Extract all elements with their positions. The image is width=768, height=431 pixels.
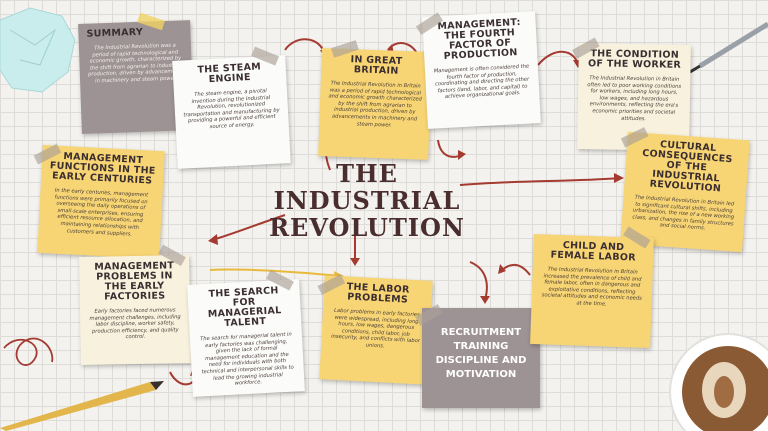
- management-factor-body: Management is often considered the fourt…: [433, 63, 530, 101]
- management-functions-title: MANAGEMENT FUNCTIONS IN THE EARLY CENTUR…: [49, 150, 156, 187]
- title-line-1: THE: [336, 159, 398, 188]
- main-title: THE INDUSTRIAL REVOLUTION: [262, 160, 472, 241]
- managerial-talent-body: The search for managerial talent in earl…: [200, 331, 294, 387]
- great-britain-title: IN GREAT BRITAIN: [350, 54, 403, 77]
- title-line-2: INDUSTRIAL: [273, 186, 461, 215]
- management-functions-note: MANAGEMENT FUNCTIONS IN THE EARLY CENTUR…: [33, 143, 165, 260]
- training-item: TRAINING: [453, 341, 509, 352]
- great-britain-note: IN GREAT BRITAIN The Industrial Revoluti…: [318, 40, 432, 160]
- steam-engine-note: THE STEAM ENGINE The steam engine, a piv…: [172, 46, 291, 169]
- management-problems-title: MANAGEMENT PROBLEMS IN THE EARLY FACTORI…: [94, 260, 175, 303]
- discipline-item: DISCIPLINE AND MOTIVATION: [435, 355, 527, 380]
- managerial-talent-title: THE SEARCH FOR MANAGERIAL TALENT: [207, 285, 282, 330]
- management-problems-body: Early factories faced numerous managemen…: [89, 307, 181, 341]
- child-labor-title: CHILD AND FEMALE LABOR: [550, 239, 637, 264]
- pencil-icon: [0, 382, 156, 431]
- child-labor-note: CHILD AND FEMALE LABOR The Industrial Re…: [530, 226, 654, 349]
- child-labor-body: The Industrial Revolution in Britain inc…: [541, 266, 642, 308]
- recruitment-item: RECRUITMENT: [440, 327, 522, 338]
- worker-condition-body: The Industrial Revolution in Britain oft…: [587, 75, 682, 122]
- labor-problems-note: THE LABOR PROBLEMS Labor problems in ear…: [317, 274, 433, 385]
- summary-title: SUMMARY: [86, 26, 144, 40]
- great-britain-body: The Industrial Revolution in Britain was…: [328, 80, 422, 129]
- management-factor-title: MANAGEMENT: THE FOURTH FACTOR OF PRODUCT…: [437, 16, 522, 62]
- crumpled-paper-icon: [0, 7, 76, 93]
- summary-body: The Industrial Revolution was a period o…: [87, 42, 184, 85]
- swirl-doodle-icon: [3, 337, 54, 366]
- cultural-consequences-title: CULTURAL CONSEQUENCES OF THE INDUSTRIAL …: [641, 139, 733, 195]
- title-line-3: REVOLUTION: [269, 213, 465, 242]
- management-functions-body: In the early centuries, management funct…: [54, 187, 149, 238]
- cultural-consequences-body: The Industrial Revolution in Britain led…: [632, 194, 735, 232]
- steam-engine-body: The steam engine, a pivotal invention du…: [183, 88, 280, 131]
- management-problems-note: MANAGEMENT PROBLEMS IN THE EARLY FACTORI…: [79, 244, 191, 365]
- managerial-talent-note: THE SEARCH FOR MANAGERIAL TALENT The sea…: [187, 269, 305, 397]
- steam-engine-title: THE STEAM ENGINE: [197, 61, 262, 86]
- recruitment-note: RECRUITMENT TRAINING DISCIPLINE AND MOTI…: [415, 304, 540, 408]
- management-factor-note: MANAGEMENT: THE FOURTH FACTOR OF PRODUCT…: [415, 11, 541, 129]
- labor-problems-body: Labor problems in early factories were w…: [330, 307, 421, 350]
- pen-icon: [698, 21, 768, 69]
- worker-condition-title: THE CONDITION OF THE WORKER: [587, 48, 682, 71]
- labor-problems-title: THE LABOR PROBLEMS: [346, 281, 410, 306]
